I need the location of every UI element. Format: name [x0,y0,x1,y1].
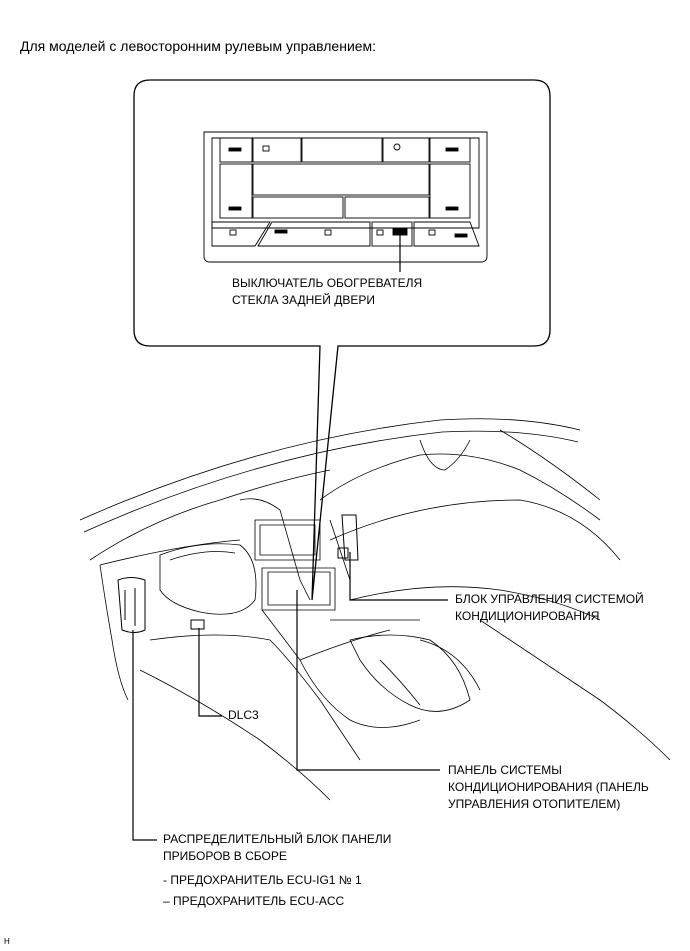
dlc3-label: DLC3 [228,708,259,722]
fuse-ecu-ig1-label: - ПРЕДОХРАНИТЕЛЬ ECU-IG1 № 1 [163,873,362,887]
ac-panel-label-line1: ПАНЕЛЬ СИСТЕМЫ [448,763,562,777]
control-panel-enlarged [203,131,488,263]
ac-ecu-label-line1: БЛОК УПРАВЛЕНИЯ СИСТЕМОЙ [455,592,644,606]
ac-ecu-leader [349,552,448,601]
junction-block-label: РАСПРЕДЕЛИТЕЛЬНЫЙ БЛОК ПАНЕЛИ ПРИБОРОВ В… [163,831,391,865]
dashboard-drawing [79,418,671,801]
rear-defogger-switch-label-line2: СТЕКЛА ЗАДНЕЙ ДВЕРИ [232,293,375,307]
ac-ecu-label-line2: КОНДИЦИОНИРОВАНИЯ [455,609,600,623]
junction-block-component [117,577,146,633]
rear-defogger-switch-label-line1: ВЫКЛЮЧАТЕЛЬ ОБОГРЕВАТЕЛЯ [232,276,423,290]
ac-panel-leader [296,590,440,771]
ac-panel-label-line3: УПРАВЛЕНИЯ ОТОПИТЕЛЕМ) [448,797,621,811]
junction-block-label-line2: ПРИБОРОВ В СБОРЕ [163,849,287,863]
ac-panel-label-line2: КОНДИЦИОНИРОВАНИЯ (ПАНЕЛЬ [448,780,649,794]
page-heading: Для моделей с левосторонним рулевым упра… [20,38,377,54]
dlc3-component [190,619,205,630]
rear-defogger-switch-label: ВЫКЛЮЧАТЕЛЬ ОБОГРЕВАТЕЛЯ СТЕКЛА ЗАДНЕЙ Д… [232,275,422,309]
junction-block-label-line1: РАСПРЕДЕЛИТЕЛЬНЫЙ БЛОК ПАНЕЛИ [163,832,392,846]
fuse-ecu-acc-label: – ПРЕДОХРАНИТЕЛЬ ECU-ACC [163,894,345,908]
junction-block-leader [132,630,157,841]
figure-code: H [4,937,10,946]
ac-panel-label: ПАНЕЛЬ СИСТЕМЫ КОНДИЦИОНИРОВАНИЯ (ПАНЕЛЬ… [448,762,649,813]
dlc3-leader [198,628,222,717]
ac-ecu-label: БЛОК УПРАВЛЕНИЯ СИСТЕМОЙ КОНДИЦИОНИРОВАН… [455,591,644,625]
ac-ecu-component [337,514,359,561]
